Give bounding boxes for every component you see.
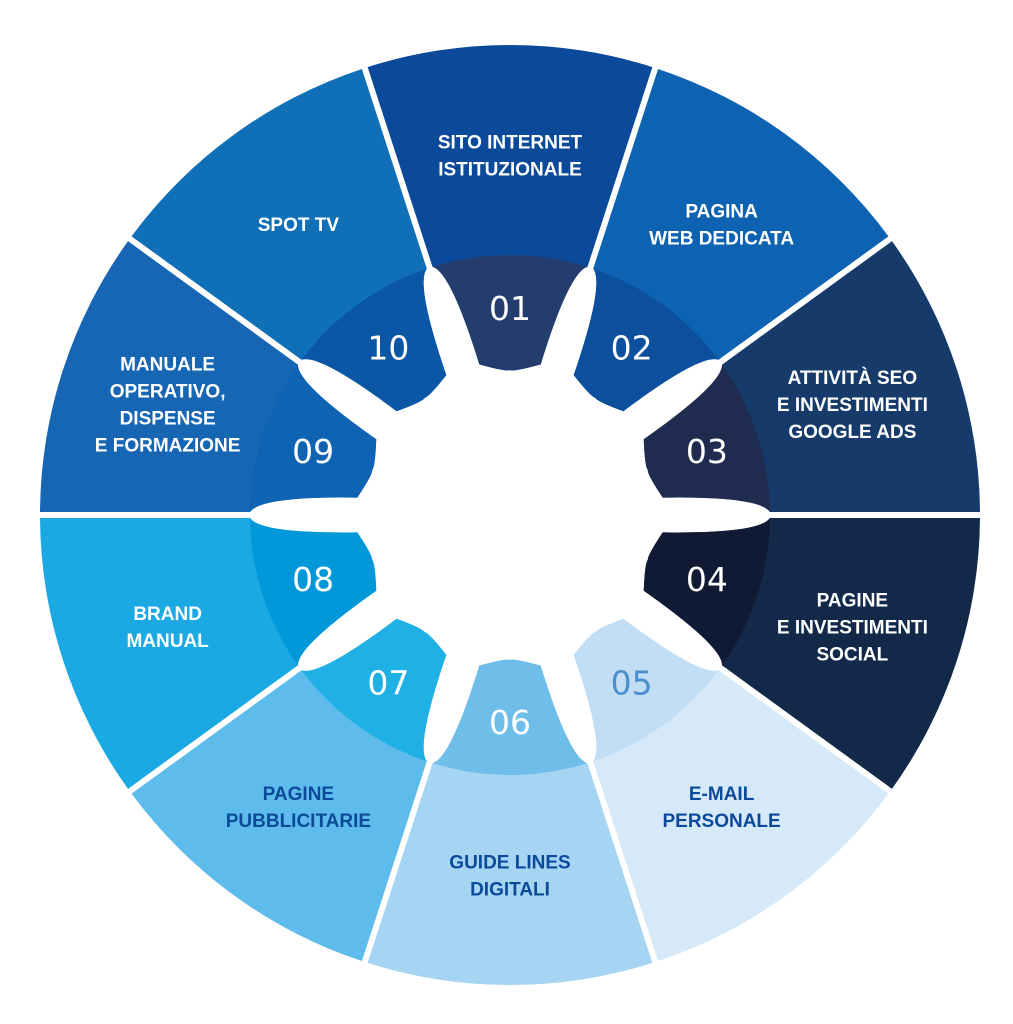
segment-label-line: PERSONALE	[662, 811, 780, 832]
segment-number: 06	[489, 703, 531, 742]
segment-number: 07	[367, 663, 409, 702]
segment-label-line: PAGINE	[263, 784, 334, 805]
segment-number: 08	[292, 560, 334, 599]
segment-label-line: PAGINE	[817, 590, 888, 611]
segment-label-line: DIGITALI	[470, 880, 550, 901]
segment-label-line: SPOT TV	[258, 215, 340, 236]
center-hole	[369, 374, 651, 656]
segment-05: 05E-MAIL PERSONALE	[573, 618, 889, 962]
segment-label-line: DISPENSE	[120, 408, 216, 429]
segment-inner-band	[573, 255, 770, 412]
segment-label-line: WEB DEDICATA	[649, 228, 794, 249]
segment-inner-band	[250, 618, 447, 775]
segment-label-line: E-MAIL	[689, 784, 755, 805]
segment-09: 09 MANUALE OPERATIVO, DISPENSE E FORMAZIONE	[40, 241, 377, 513]
segment-inner-band	[573, 618, 770, 775]
segment-label-line: SITO INTERNET	[438, 133, 583, 154]
segment-label: SPOT TV	[258, 215, 340, 236]
segment-label-line: ISTITUZIONALE	[438, 160, 582, 181]
segment-label-line: OPERATIVO,	[110, 381, 226, 402]
segment-number: 03	[686, 432, 728, 471]
segment-number: 10	[367, 329, 409, 368]
segment-label: MANUALE OPERATIVO, DISPENSE E FORMAZIONE	[95, 354, 241, 456]
segment-10: 10 SPOT TV	[131, 68, 447, 412]
segment-label-line: PUBBLICITARIE	[226, 811, 371, 832]
segment-label: SITO INTERNET ISTITUZIONALE	[438, 133, 583, 181]
segment-label-line: ATTIVITÀ SEO	[788, 367, 917, 389]
segment-03: 03 ATTIVITÀ SEO E INVESTIMENTI GOOGLE ADS	[643, 241, 980, 513]
segment-number: 02	[611, 329, 653, 368]
segment-label: PAGINA WEB DEDICATA	[649, 201, 794, 249]
segment-label-line: PAGINA	[685, 201, 758, 222]
segment-wedge	[367, 45, 653, 371]
segment-label-line: SOCIAL	[816, 644, 888, 665]
segment-label: PAGINE E INVESTIMENTI SOCIAL	[777, 590, 928, 665]
segment-label-line: GUIDE LINES	[449, 853, 570, 874]
segment-number: 04	[686, 560, 728, 599]
segment-label: PAGINE PUBBLICITARIE	[226, 784, 371, 832]
segment-label-line: E INVESTIMENTI	[777, 395, 928, 416]
segment-label-line: E FORMAZIONE	[95, 435, 241, 456]
segment-label-line: MANUALE	[120, 354, 215, 375]
segment-02: 02 PAGINA WEB DEDICATA	[573, 68, 889, 412]
segment-number: 01	[489, 289, 531, 328]
segment-number: 09	[292, 432, 334, 471]
segment-label-line: E INVESTIMENTI	[777, 617, 928, 638]
segment-label: BRAND MANUAL	[126, 604, 209, 652]
segment-label-line: BRAND	[133, 604, 202, 625]
segment-label: ATTIVITÀ SEO E INVESTIMENTI GOOGLE ADS	[777, 367, 928, 443]
segment-label: GUIDE LINES DIGITALI	[449, 853, 570, 901]
segment-label: E-MAIL PERSONALE	[662, 784, 780, 832]
segment-inner-band	[250, 255, 447, 412]
segment-label-line: MANUAL	[126, 631, 209, 652]
segment-number: 05	[611, 663, 653, 702]
segment-label-line: GOOGLE ADS	[788, 422, 916, 443]
segment-wedge	[367, 659, 653, 985]
segment-01: 01 SITO INTERNET ISTITUZIONALE	[367, 45, 653, 371]
